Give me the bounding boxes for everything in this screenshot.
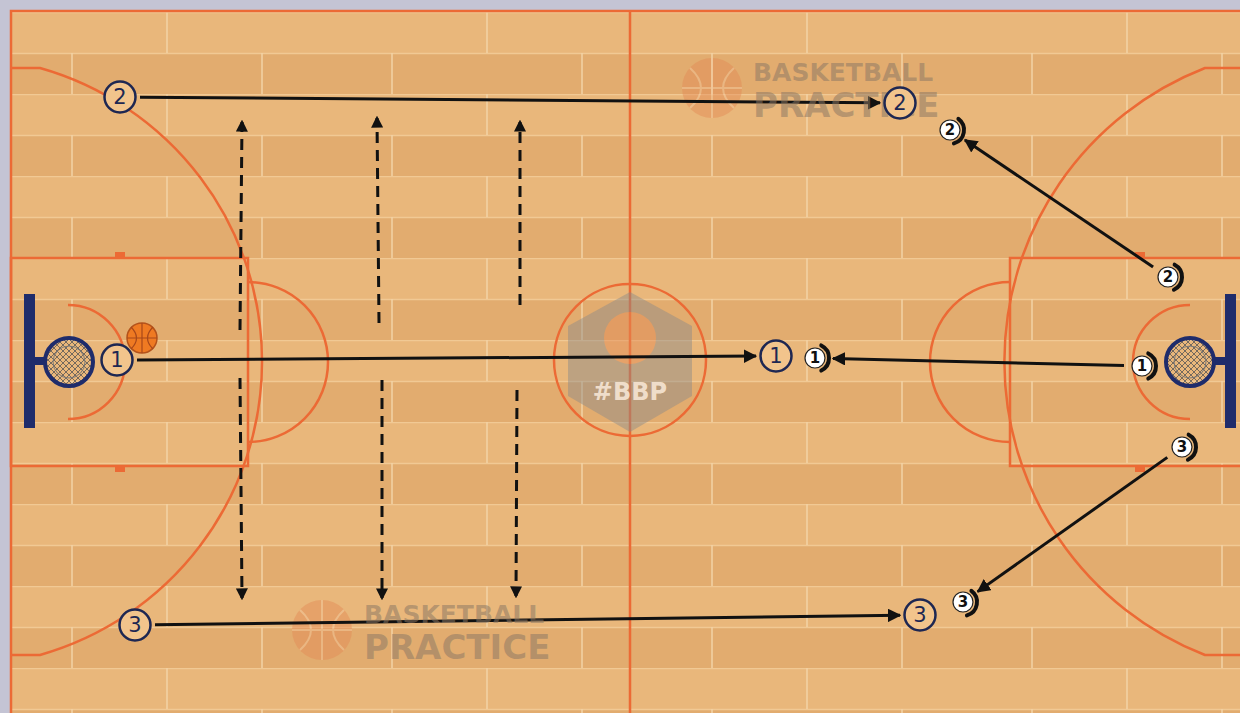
watermark-text: BASKETBALL [364,602,544,627]
defense-player: 3 [1171,436,1193,458]
player-number: 2 [945,123,955,138]
player-number: 3 [958,595,968,610]
movement-arrow [978,457,1168,591]
player-number: 1 [110,350,123,371]
defense-player: 1 [1131,355,1153,377]
offense-player: 2 [883,86,917,120]
offense-player: 1 [100,343,134,377]
offense-player: 3 [118,608,152,642]
player-number: 1 [769,346,782,367]
offense-player: 2 [103,80,137,114]
defense-player: 2 [939,119,961,141]
movement-arrow [137,356,756,360]
defense-player: 2 [1157,266,1179,288]
movement-arrow [833,358,1124,365]
offense-player: 1 [759,339,793,373]
offense-player: 3 [903,598,937,632]
defense-player: 3 [952,591,974,613]
movement-arrow [965,140,1153,267]
player-number: 1 [1137,359,1147,374]
watermark-text: BASKETBALL [753,60,933,85]
player-number: 3 [1177,440,1187,455]
watermark-text: PRACTICE [364,630,550,664]
defense-player: 1 [804,347,826,369]
player-number: 2 [893,93,906,114]
player-number: 3 [913,605,926,626]
player-number: 2 [1163,270,1173,285]
logo-text: #BBP [593,380,667,404]
player-number: 2 [113,87,126,108]
player-number: 3 [128,615,141,636]
player-number: 1 [810,351,820,366]
